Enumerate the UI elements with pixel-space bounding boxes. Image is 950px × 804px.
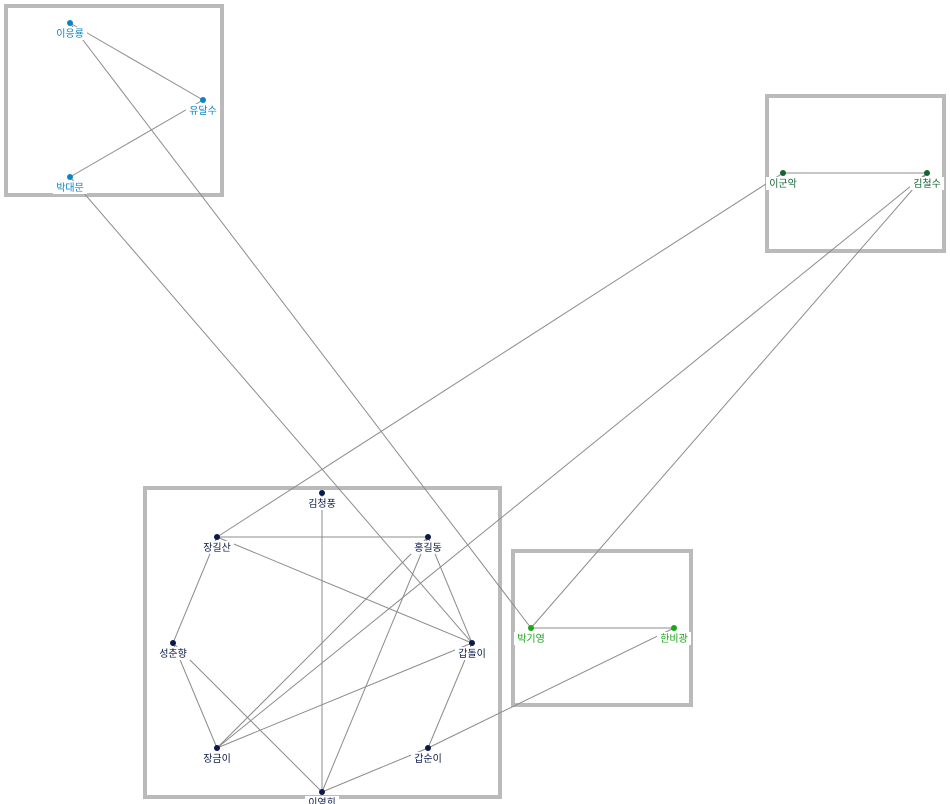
node-jang-geumi[interactable]: 장금이 [200, 745, 234, 765]
edge-gap-dori-jang-geumi [216, 642, 473, 749]
node-kim-cheongpung[interactable]: 김청풍 [305, 490, 339, 510]
node-dot[interactable] [780, 170, 786, 176]
node-label: 이영희 [308, 797, 336, 804]
node-yu-dalsu[interactable]: 유달수 [186, 97, 220, 117]
edge-kim-cheolsu-jang-geumi [216, 172, 928, 749]
node-dot[interactable] [425, 534, 431, 540]
node-label: 갑돌이 [458, 648, 486, 660]
node-label-background [156, 647, 190, 660]
edge-jang-gilsan-seong-chunhyang [172, 536, 218, 644]
node-dot[interactable] [425, 745, 431, 751]
edge-hong-gildong-jang-geumi [216, 536, 429, 749]
node-label-background [305, 497, 339, 510]
node-label: 박기영 [517, 633, 545, 645]
node-dot[interactable] [924, 170, 930, 176]
group-box-g-green [511, 549, 693, 707]
node-dot[interactable] [319, 789, 325, 795]
node-lee-younghee[interactable]: 이영희 [305, 789, 339, 804]
edge-seong-chunhyang-jang-geumi [172, 642, 218, 749]
node-han-bigwang[interactable]: 한비광 [657, 625, 691, 645]
node-label: 이응룡 [56, 28, 84, 40]
edge-gap-dori-gap-suni [427, 642, 473, 749]
node-dot[interactable] [67, 20, 73, 26]
node-lee-eungyong[interactable]: 이응룡 [53, 20, 87, 40]
node-gap-dori[interactable]: 갑돌이 [455, 640, 489, 660]
node-dot[interactable] [469, 640, 475, 646]
node-park-giyoung[interactable]: 박기영 [514, 625, 548, 645]
edge-lee-eungyong-park-giyoung [69, 22, 532, 629]
node-dot[interactable] [671, 625, 677, 631]
node-seong-chunhyang[interactable]: 성춘향 [156, 640, 190, 660]
node-park-daemun[interactable]: 박대문 [53, 174, 87, 194]
node-gap-suni[interactable]: 갑순이 [411, 745, 445, 765]
node-label: 유달수 [189, 105, 217, 117]
edge-gap-suni-lee-younghee [321, 747, 429, 793]
node-label-background [53, 181, 87, 194]
node-label-background [305, 796, 339, 804]
edge-hong-gildong-gap-dori [427, 536, 473, 644]
group-box-g-blue [4, 4, 224, 197]
node-hong-gildong[interactable]: 홍길동 [411, 534, 445, 554]
node-dot[interactable] [319, 490, 325, 496]
edge-lee-eungyong-yu-dalsu [69, 22, 204, 101]
node-jang-gilsan[interactable]: 장길산 [200, 534, 234, 554]
node-kim-cheolsu[interactable]: 김철수 [910, 170, 944, 190]
node-label: 장길산 [203, 541, 231, 554]
node-label-background [200, 541, 234, 554]
node-label-background [514, 632, 548, 645]
node-dot[interactable] [214, 745, 220, 751]
node-label-background [411, 752, 445, 765]
node-dot[interactable] [200, 97, 206, 103]
node-dot[interactable] [214, 534, 220, 540]
node-label: 성춘향 [159, 648, 187, 660]
node-label: 한비광 [660, 633, 688, 645]
node-dot[interactable] [528, 625, 534, 631]
node-label-background [910, 177, 944, 190]
node-label: 장금이 [203, 753, 231, 765]
node-dot[interactable] [170, 640, 176, 646]
node-dot[interactable] [67, 174, 73, 180]
edge-han-bigwang-gap-suni [427, 627, 675, 749]
node-label-background [657, 632, 691, 645]
node-label: 홍길동 [414, 541, 442, 554]
node-label-background [455, 647, 489, 660]
node-lee-gunak[interactable]: 이군악 [766, 170, 800, 190]
node-label: 김철수 [913, 178, 941, 190]
edge-yu-dalsu-park-daemun [69, 99, 204, 178]
group-box-g-darkgreen [765, 94, 946, 253]
group-boxes-layer [4, 4, 946, 799]
edge-jang-gilsan-gap-dori [216, 536, 473, 644]
node-label: 이군악 [769, 178, 797, 190]
node-label: 김청풍 [308, 498, 336, 510]
edge-seong-chunhyang-lee-younghee [172, 642, 323, 793]
node-label-background [200, 752, 234, 765]
node-label: 박대문 [56, 182, 84, 194]
edges-layer [69, 22, 928, 793]
node-label-background [411, 541, 445, 554]
edge-kim-cheolsu-park-giyoung [530, 172, 928, 629]
node-label-background [186, 104, 220, 117]
edge-park-daemun-gap-dori [69, 176, 473, 644]
node-label: 갑순이 [414, 753, 442, 765]
edge-hong-gildong-lee-younghee [321, 536, 429, 793]
node-label-background [53, 27, 87, 40]
edge-lee-gunak-jang-gilsan [216, 172, 784, 538]
node-label-background [766, 177, 800, 190]
